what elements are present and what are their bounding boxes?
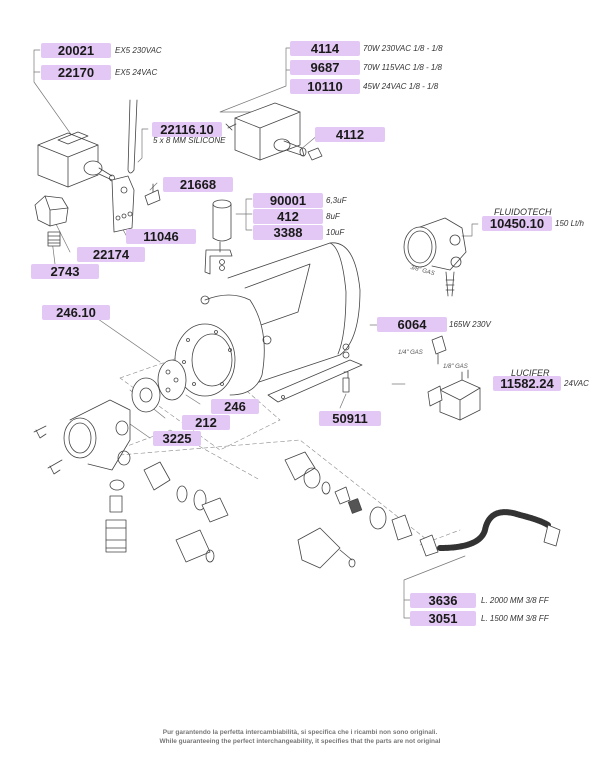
part-label-2743[interactable]: 2743 bbox=[31, 264, 99, 279]
part-desc-11582-24: 24VAC bbox=[564, 379, 589, 388]
part-label-212[interactable]: 212 bbox=[182, 415, 230, 430]
part-label-3636[interactable]: 3636 bbox=[410, 593, 476, 608]
annotation-18-gas: 1/8" GAS bbox=[443, 364, 468, 370]
solenoid-valve-ex5-drawing bbox=[37, 131, 115, 188]
part-label-9687[interactable]: 9687 bbox=[290, 60, 360, 75]
part-label-3388[interactable]: 3388 bbox=[253, 225, 323, 240]
part-desc-3636: L. 2000 MM 3/8 FF bbox=[481, 596, 549, 605]
part-label-6064[interactable]: 6064 bbox=[377, 317, 447, 332]
solenoid-valve-lucifer-drawing bbox=[427, 335, 481, 421]
coupling-drawing bbox=[131, 359, 187, 413]
part-label-22174[interactable]: 22174 bbox=[77, 247, 145, 262]
rotary-pump-fluidotech-drawing bbox=[403, 217, 467, 297]
disclaimer-english: While guaranteeing the perfect interchan… bbox=[159, 738, 441, 745]
capacitor-drawing bbox=[204, 199, 233, 275]
part-desc-22170: EX5 24VAC bbox=[115, 68, 158, 77]
part-desc-4114: 70W 230VAC 1/8 - 1/8 bbox=[363, 44, 443, 53]
part-label-50911[interactable]: 50911 bbox=[319, 411, 381, 426]
part-desc-3388: 10uF bbox=[326, 228, 345, 237]
brand-fluidotech: FLUIDOTECH bbox=[494, 207, 552, 217]
fittings-drawing bbox=[105, 451, 413, 569]
part-desc-10110: 45W 24VAC 1/8 - 1/8 bbox=[363, 82, 439, 91]
braided-hose-drawing bbox=[419, 509, 561, 557]
silicone-tube-drawing bbox=[111, 99, 161, 233]
part-desc-90001: 6,3uF bbox=[326, 196, 347, 205]
knob-and-fitting-drawing bbox=[34, 195, 69, 247]
part-label-90001[interactable]: 90001 bbox=[253, 193, 323, 208]
part-label-22170[interactable]: 22170 bbox=[41, 65, 111, 80]
part-label-11582-24[interactable]: 11582.24 bbox=[493, 376, 561, 391]
part-label-3051[interactable]: 3051 bbox=[410, 611, 476, 626]
part-label-4114[interactable]: 4114 bbox=[290, 41, 360, 56]
brand-lucifer: LUCIFER bbox=[511, 368, 550, 378]
part-desc-22116-10: 5 x 8 MM SILICONE bbox=[153, 136, 226, 145]
part-label-3225[interactable]: 3225 bbox=[153, 431, 201, 446]
part-label-4112[interactable]: 4112 bbox=[315, 127, 385, 142]
part-desc-20021: EX5 230VAC bbox=[115, 46, 162, 55]
part-label-20021[interactable]: 20021 bbox=[41, 43, 111, 58]
part-label-22116-10[interactable]: 22116.10 bbox=[152, 122, 222, 137]
motor-drawing bbox=[174, 242, 363, 403]
vibration-pump-drawing bbox=[225, 102, 323, 161]
part-desc-6064: 165W 230V bbox=[449, 320, 491, 329]
part-label-21668[interactable]: 21668 bbox=[163, 177, 233, 192]
part-desc-412: 8uF bbox=[326, 212, 340, 221]
part-label-246[interactable]: 246 bbox=[211, 399, 259, 414]
part-label-246-10[interactable]: 246.10 bbox=[42, 305, 110, 320]
part-label-11046[interactable]: 11046 bbox=[126, 229, 196, 244]
part-label-10450-10[interactable]: 10450.10 bbox=[482, 216, 552, 231]
part-label-10110[interactable]: 10110 bbox=[290, 79, 360, 94]
disclaimer-italian: Pur garantendo la perfetta intercambiabi… bbox=[162, 729, 438, 736]
annotation-14-gas: 1/4" GAS bbox=[398, 350, 423, 356]
part-label-412[interactable]: 412 bbox=[253, 209, 323, 224]
part-desc-9687: 70W 115VAC 1/8 - 1/8 bbox=[363, 63, 443, 72]
part-desc-3051: L. 1500 MM 3/8 FF bbox=[481, 614, 549, 623]
part-desc-10450-10: 150 Lt/h bbox=[555, 219, 584, 228]
pump-head-drawing bbox=[33, 399, 131, 475]
